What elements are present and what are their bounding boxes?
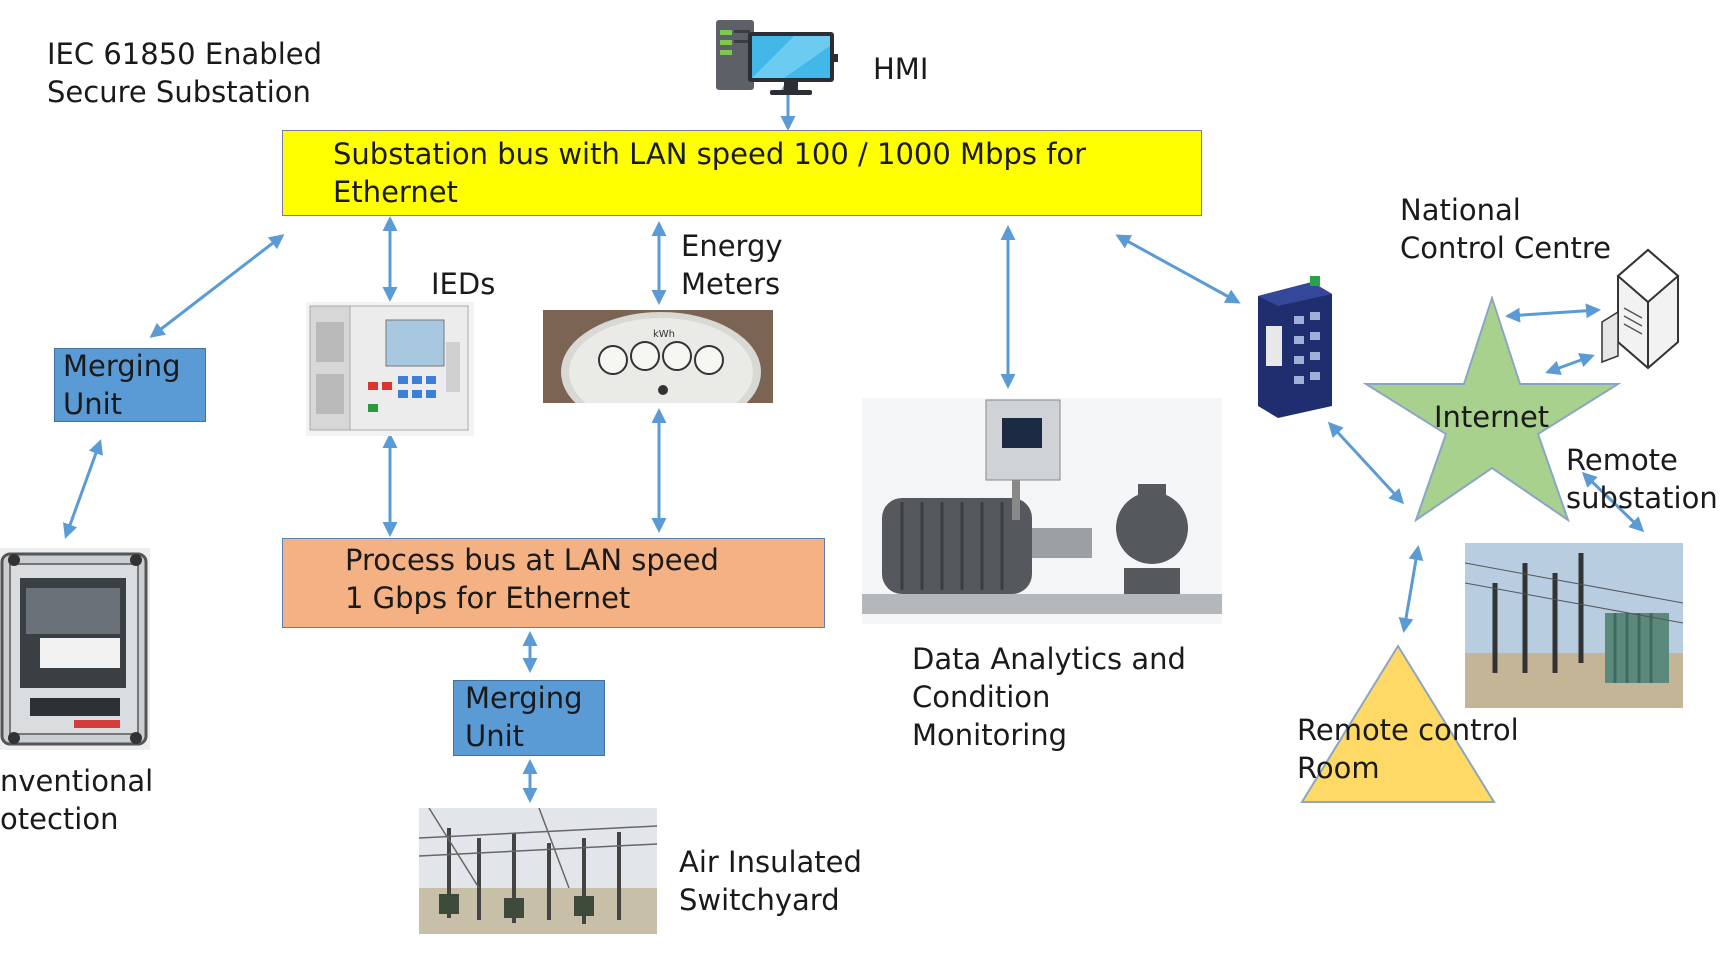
computer-monitor-icon [698, 16, 848, 96]
arrow-internet-remote-room [1398, 545, 1424, 633]
air-insulated-switchyard-image [419, 808, 657, 934]
merging-unit-bottom-label: Merging Unit [465, 681, 583, 753]
ethernet-switch-icon [1254, 276, 1338, 418]
server-icon [1598, 246, 1680, 370]
ied-device-image [306, 302, 474, 436]
energy-meters-label: Energy Meters [681, 229, 783, 301]
ieds-label: IEDs [431, 267, 496, 301]
remote-substation-label: Remote substation [1566, 443, 1718, 515]
internet-label: Internet [1434, 400, 1550, 434]
air-insulated-label: Air Insulated Switchyard [679, 845, 862, 917]
substation-bus-label: Substation bus with LAN speed 100 / 1000… [333, 137, 1087, 209]
diagram-title: IEC 61850 Enabled Secure Substation [47, 37, 323, 109]
arrow-internet-national-2 [1545, 353, 1595, 375]
internet-star-shape [1362, 294, 1622, 523]
merging-unit-bottom: Merging Unit [453, 680, 605, 756]
substation-bus-box: Substation bus with LAN speed 100 / 1000… [282, 130, 1202, 216]
arrow-bus-merging-left [149, 234, 285, 338]
national-control-label: National Control Centre [1400, 193, 1612, 265]
merging-unit-left-label: Merging Unit [63, 349, 181, 421]
condition-monitoring-pump-image [862, 398, 1222, 624]
meter-kwh-text: kWh [653, 329, 675, 340]
arrow-switch-internet [1327, 421, 1405, 505]
remote-control-room-label: Remote control Room [1297, 713, 1519, 785]
arrow-internet-remote-substation [1581, 471, 1645, 533]
data-analytics-label: Data Analytics and Condition Monitoring [912, 642, 1186, 752]
remote-substation-image [1465, 543, 1683, 708]
remote-control-room-triangle [1300, 644, 1496, 804]
hmi-label: HMI [873, 52, 929, 86]
process-bus-label: Process bus at LAN speed 1 Gbps for Ethe… [345, 543, 719, 615]
process-bus-box: Process bus at LAN speed 1 Gbps for Ethe… [282, 538, 825, 628]
conventional-protection-label: nventional otection [0, 764, 154, 836]
arrow-internet-national-1 [1505, 303, 1601, 323]
arrow-merging-conventional [63, 439, 103, 539]
energy-meter-image: kWh [543, 310, 773, 403]
merging-unit-left: Merging Unit [54, 348, 206, 422]
conventional-protection-relay-image [0, 548, 150, 750]
arrow-bus-switch [1115, 234, 1241, 304]
